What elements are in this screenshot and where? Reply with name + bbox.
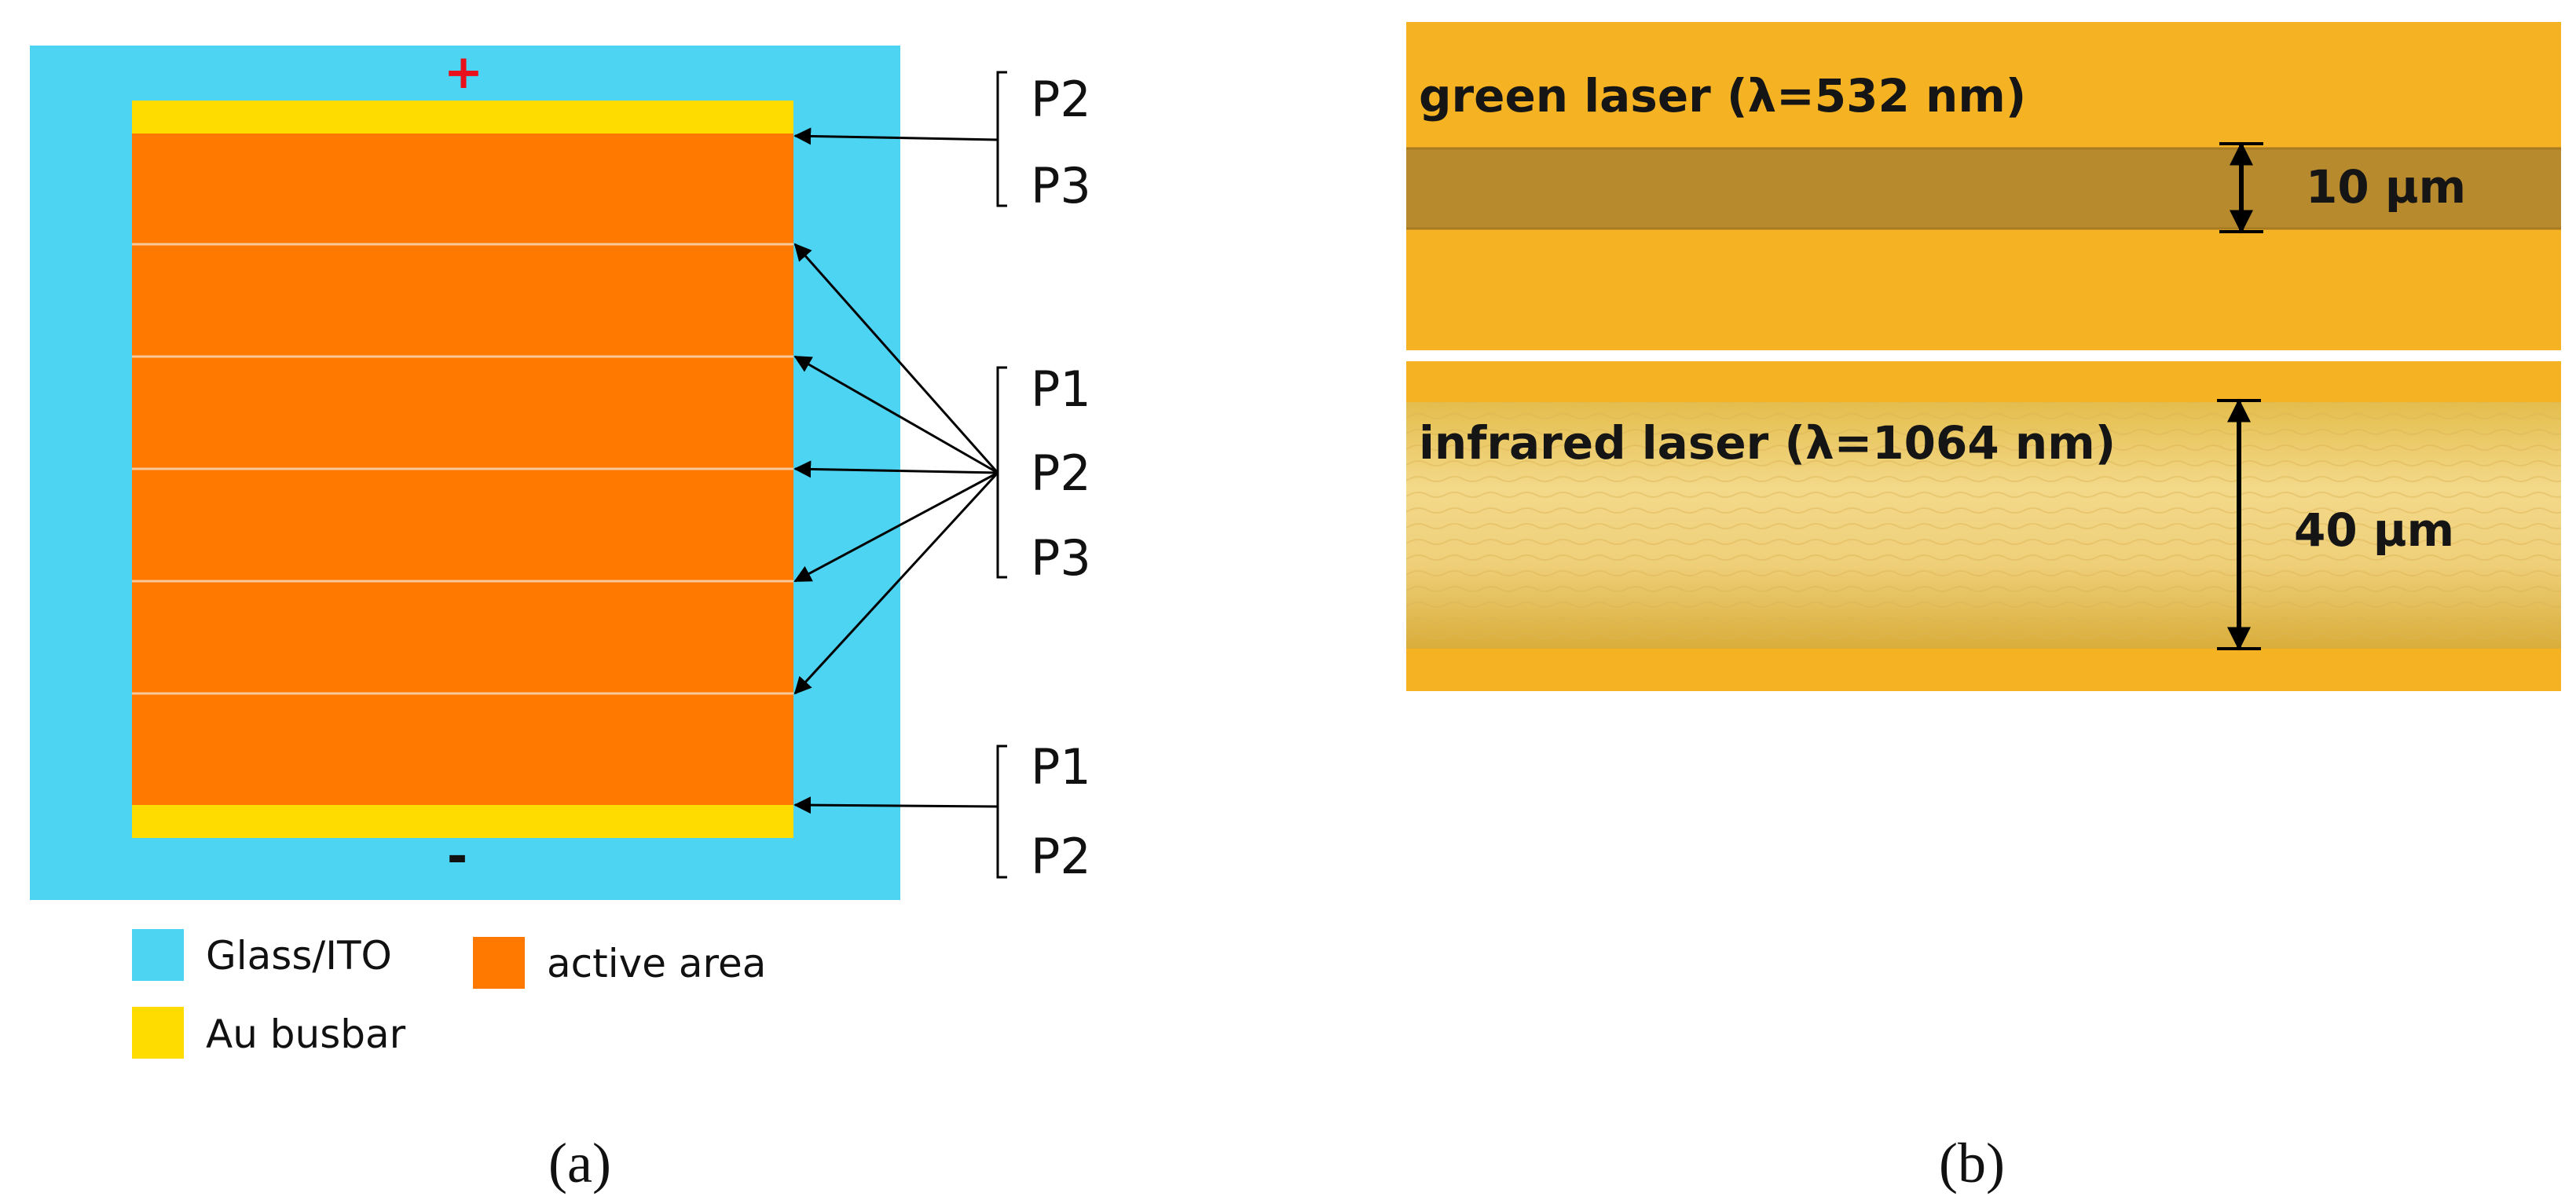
legend-swatch-au-busbar xyxy=(132,1007,184,1059)
infrared-laser-label: infrared laser (λ=1064 nm) xyxy=(1419,416,2116,470)
legend-label: Glass/ITO xyxy=(206,933,392,979)
arrow-top xyxy=(793,127,999,145)
arrow-middle xyxy=(793,355,999,474)
scribe-label: P3 xyxy=(1031,157,1091,214)
arrow-bottom xyxy=(793,796,999,814)
caption-b: (b) xyxy=(1939,1132,2005,1195)
scribe-labels: P2 P3 P1 P2 P3 P1 P2 xyxy=(1031,71,1091,885)
plus-sign: + xyxy=(444,45,483,100)
width-label-10um: 10 µm xyxy=(2306,160,2466,214)
legend-swatch-glass-ito xyxy=(132,929,184,981)
bottom-au-busbar xyxy=(132,805,793,838)
scribe-annotations xyxy=(793,71,1007,879)
infrared-scribe-texture xyxy=(1406,402,2561,649)
micrograph-green-laser: green laser (λ=532 nm) 10 µm xyxy=(1406,22,2561,350)
bracket-top xyxy=(996,71,1007,207)
width-label-40um: 40 µm xyxy=(2294,503,2454,557)
scribe-label: P2 xyxy=(1031,445,1091,502)
scribe-label: P1 xyxy=(1031,360,1091,418)
arrow-middle xyxy=(793,243,999,474)
caption-a: (a) xyxy=(548,1132,611,1195)
scribe-label: P3 xyxy=(1031,529,1091,587)
micrograph-infrared-laser: infrared laser (λ=1064 nm) 40 µm xyxy=(1406,361,2561,691)
minus-sign: - xyxy=(447,828,468,886)
scribe-label: P1 xyxy=(1031,738,1091,796)
scribe-label: P2 xyxy=(1031,828,1091,885)
scribe-label: P2 xyxy=(1031,71,1091,128)
legend-label: Au busbar xyxy=(206,1012,406,1057)
legend-swatch-active-area xyxy=(473,937,525,989)
arrow-middle xyxy=(793,471,999,695)
panel-b-micrographs: green laser (λ=532 nm) 10 µm infrared la… xyxy=(1406,22,2561,1195)
cell-divider-lines xyxy=(132,243,793,695)
bracket-middle xyxy=(996,366,1007,579)
arrow-middle xyxy=(793,471,999,583)
green-laser-label: green laser (λ=532 nm) xyxy=(1419,69,2026,123)
legend-label: active area xyxy=(547,941,766,986)
legend: Glass/ITO active area Au busbar xyxy=(132,929,766,1059)
bracket-bottom xyxy=(996,745,1007,879)
arrow-middle xyxy=(793,460,999,478)
green-laser-scribe-line xyxy=(1406,148,2561,229)
top-au-busbar xyxy=(132,101,793,134)
panel-a-diagram: + - P2 P3 P1 P2 P3 P1 P2 Glass/ITO xyxy=(30,45,1091,1195)
